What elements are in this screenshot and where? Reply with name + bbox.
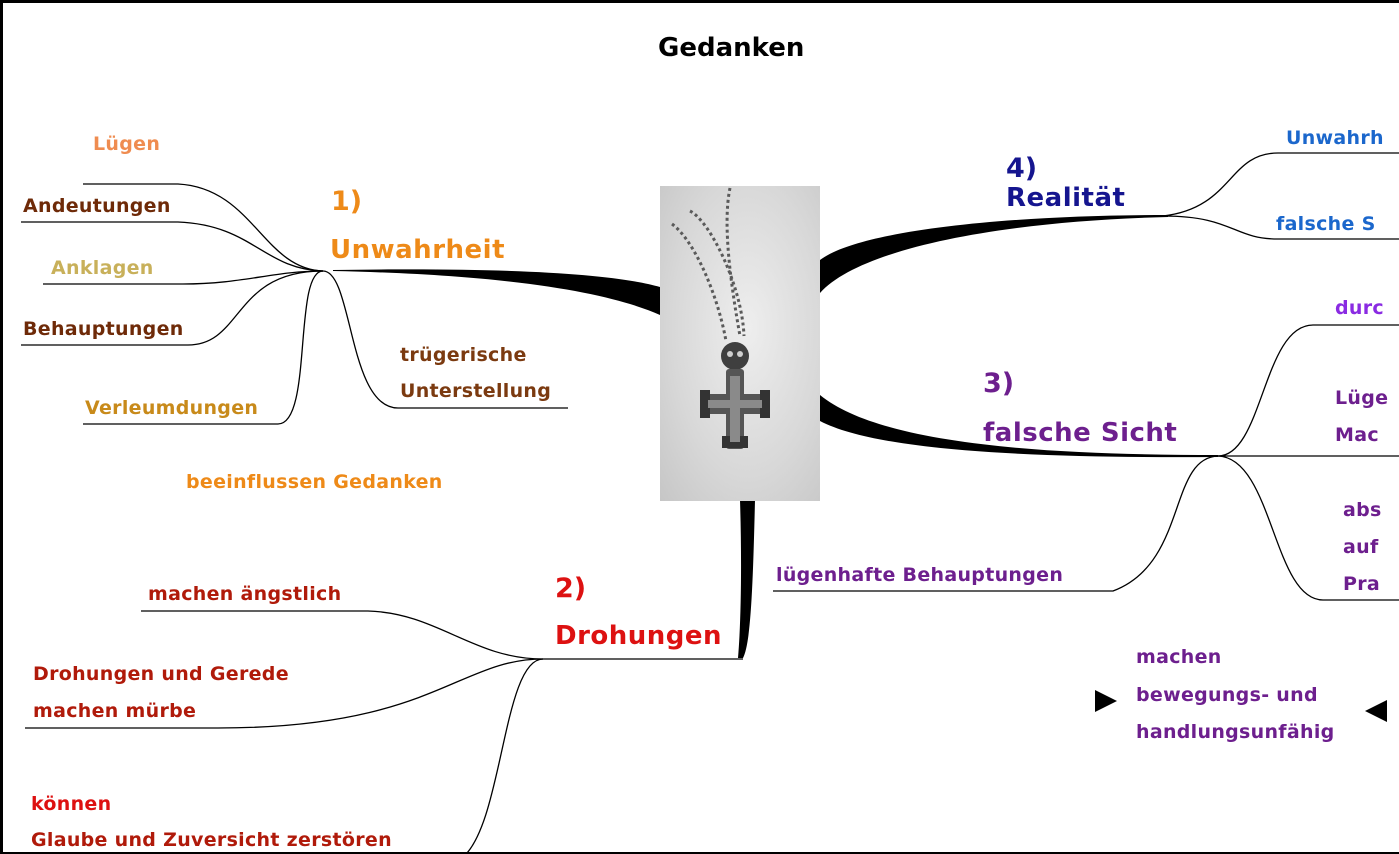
child-pra: Pra bbox=[1343, 573, 1381, 595]
child-zerstoeren: Glaube und Zuversicht zerstören bbox=[31, 829, 392, 851]
child-koennen: können bbox=[31, 793, 112, 815]
line-drohungen-gerede bbox=[25, 658, 544, 729]
child-auf: auf bbox=[1343, 536, 1379, 558]
map-title: Gedanken bbox=[658, 33, 805, 63]
child-falsche-s: falsche S bbox=[1276, 213, 1376, 235]
branch-label-realitaet: Realität bbox=[1006, 183, 1126, 213]
branch-label-drohungen: Drohungen bbox=[555, 621, 723, 651]
child-truegerische: trügerische bbox=[400, 344, 527, 366]
branch-thick-falsche-sicht bbox=[820, 395, 1218, 458]
note-beeinflussen: beeinflussen Gedanken bbox=[186, 471, 443, 493]
branch-number-2: 2) bbox=[555, 573, 587, 604]
child-andeutungen: Andeutungen bbox=[23, 195, 171, 217]
line-falsche-s bbox=[1162, 215, 1399, 240]
child-unwahrh: Unwahrh bbox=[1286, 127, 1384, 149]
line-luegen bbox=[83, 183, 324, 272]
child-drohungen-gerede-1: Drohungen und Gerede bbox=[33, 663, 289, 685]
child-abs: abs bbox=[1343, 499, 1382, 521]
pendant-icon bbox=[671, 187, 770, 449]
child-durc: durc bbox=[1335, 297, 1384, 319]
line-unterstellung bbox=[322, 270, 568, 409]
child-mac: Mac bbox=[1335, 424, 1379, 446]
line-andeutungen bbox=[21, 221, 324, 272]
arrow-left-icon bbox=[1365, 700, 1387, 722]
line-verleumdungen bbox=[83, 270, 324, 425]
branch-number-4: 4) bbox=[1006, 153, 1038, 184]
mindmap-connectors bbox=[21, 152, 1399, 852]
branch-thick-unwahrheit bbox=[333, 269, 660, 315]
line-unwahrh bbox=[1162, 152, 1399, 217]
child-luege: Lüge bbox=[1335, 387, 1389, 409]
cross-pendant-image bbox=[660, 186, 820, 501]
child-aengstlich: machen ängstlich bbox=[148, 583, 342, 605]
note-machen: machen bbox=[1136, 646, 1222, 668]
line-durc bbox=[1217, 324, 1399, 457]
child-verleumdungen: Verleumdungen bbox=[85, 397, 259, 419]
line-aengstlich bbox=[141, 610, 544, 660]
line-abs bbox=[1217, 455, 1399, 601]
child-luegenhafte-behauptungen: lügenhafte Behauptungen bbox=[776, 564, 1064, 586]
branch-number-1: 1) bbox=[331, 186, 363, 217]
note-bewegungs: bewegungs- und bbox=[1136, 684, 1318, 706]
child-luegen: Lügen bbox=[93, 133, 161, 155]
branch-number-3: 3) bbox=[983, 368, 1015, 399]
branch-label-unwahrheit: Unwahrheit bbox=[330, 235, 506, 265]
child-drohungen-gerede-2: machen mürbe bbox=[33, 700, 197, 722]
branch-label-falsche-sicht: falsche Sicht bbox=[983, 418, 1178, 448]
branch-thick-drohungen bbox=[738, 500, 755, 658]
arrow-right-icon bbox=[1095, 690, 1117, 712]
branch-thick-realitaet bbox=[820, 215, 1168, 293]
line-luegenhafte bbox=[773, 455, 1219, 592]
line-behauptungen bbox=[21, 270, 324, 346]
child-anklagen: Anklagen bbox=[51, 257, 154, 279]
child-unterstellung: Unterstellung bbox=[400, 380, 552, 402]
child-behauptungen: Behauptungen bbox=[23, 318, 184, 340]
line-zerstoeren bbox=[466, 658, 544, 852]
note-handlungsunfaehig: handlungsunfähig bbox=[1136, 721, 1335, 743]
